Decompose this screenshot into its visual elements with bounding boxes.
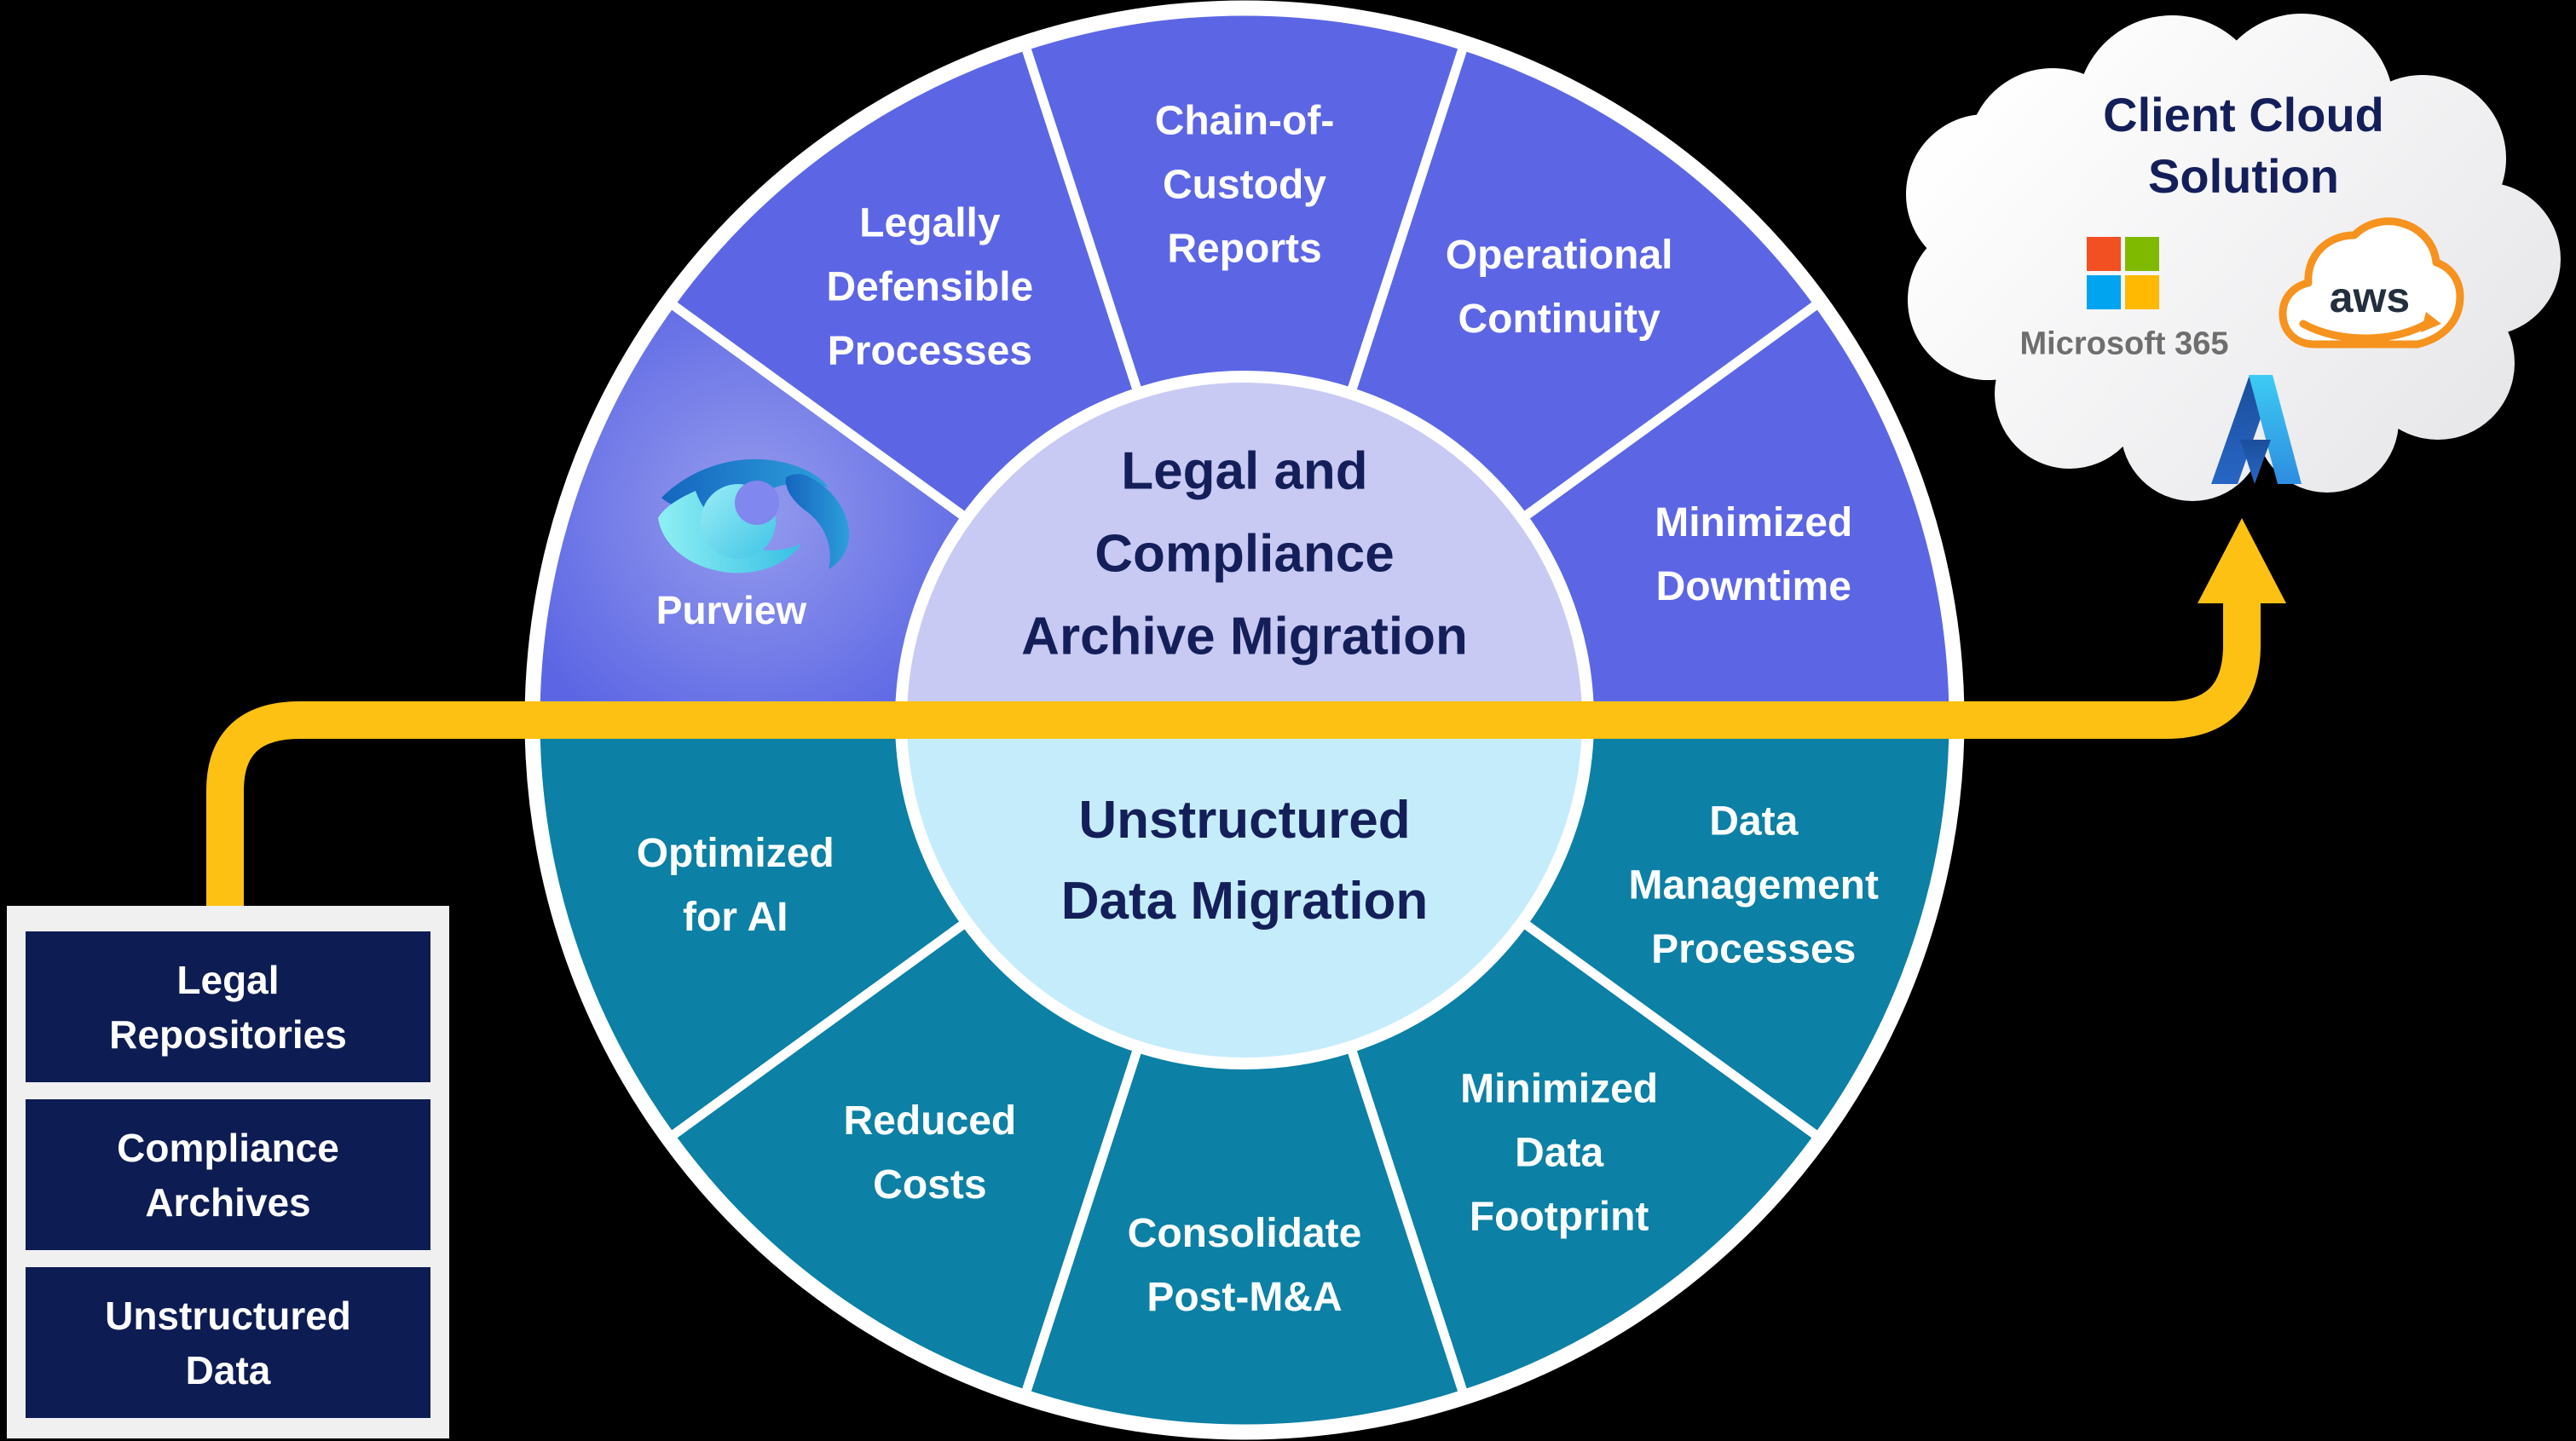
source-box-unstructured-data: Unstructured Data (26, 1267, 430, 1418)
aws-smile (2299, 318, 2434, 343)
purview-eye-icon (658, 458, 850, 574)
source-box-label: Compliance Archives (117, 1125, 339, 1225)
azure-icon (2211, 375, 2302, 484)
flow-arrow-head (2198, 518, 2286, 603)
azure-notch (2240, 440, 2271, 484)
purview-right-swoosh (785, 474, 850, 569)
hub-bottom-half (904, 720, 1585, 1061)
hub-top-half (904, 379, 1585, 720)
sources-panel: Legal Repositories Compliance Archives U… (7, 906, 449, 1438)
microsoft-365-icon (2087, 237, 2159, 309)
purview-bottom-lid (658, 491, 801, 574)
aws-wordmark: aws (2330, 274, 2411, 321)
purview-iris-notch (735, 481, 779, 525)
source-box-label: Unstructured Data (105, 1293, 351, 1392)
source-box-legal-repositories: Legal Repositories (26, 931, 430, 1082)
azure-right (2249, 375, 2302, 484)
client-cloud-shape (1906, 14, 2561, 501)
flow-arrow-line (206, 600, 2261, 912)
source-box-compliance-archives: Compliance Archives (26, 1099, 430, 1250)
aws-smile-arrow (2421, 312, 2441, 332)
aws-cloud-outline (2279, 217, 2464, 349)
source-box-label: Legal Repositories (109, 957, 347, 1057)
aws-icon: aws (2279, 217, 2464, 349)
